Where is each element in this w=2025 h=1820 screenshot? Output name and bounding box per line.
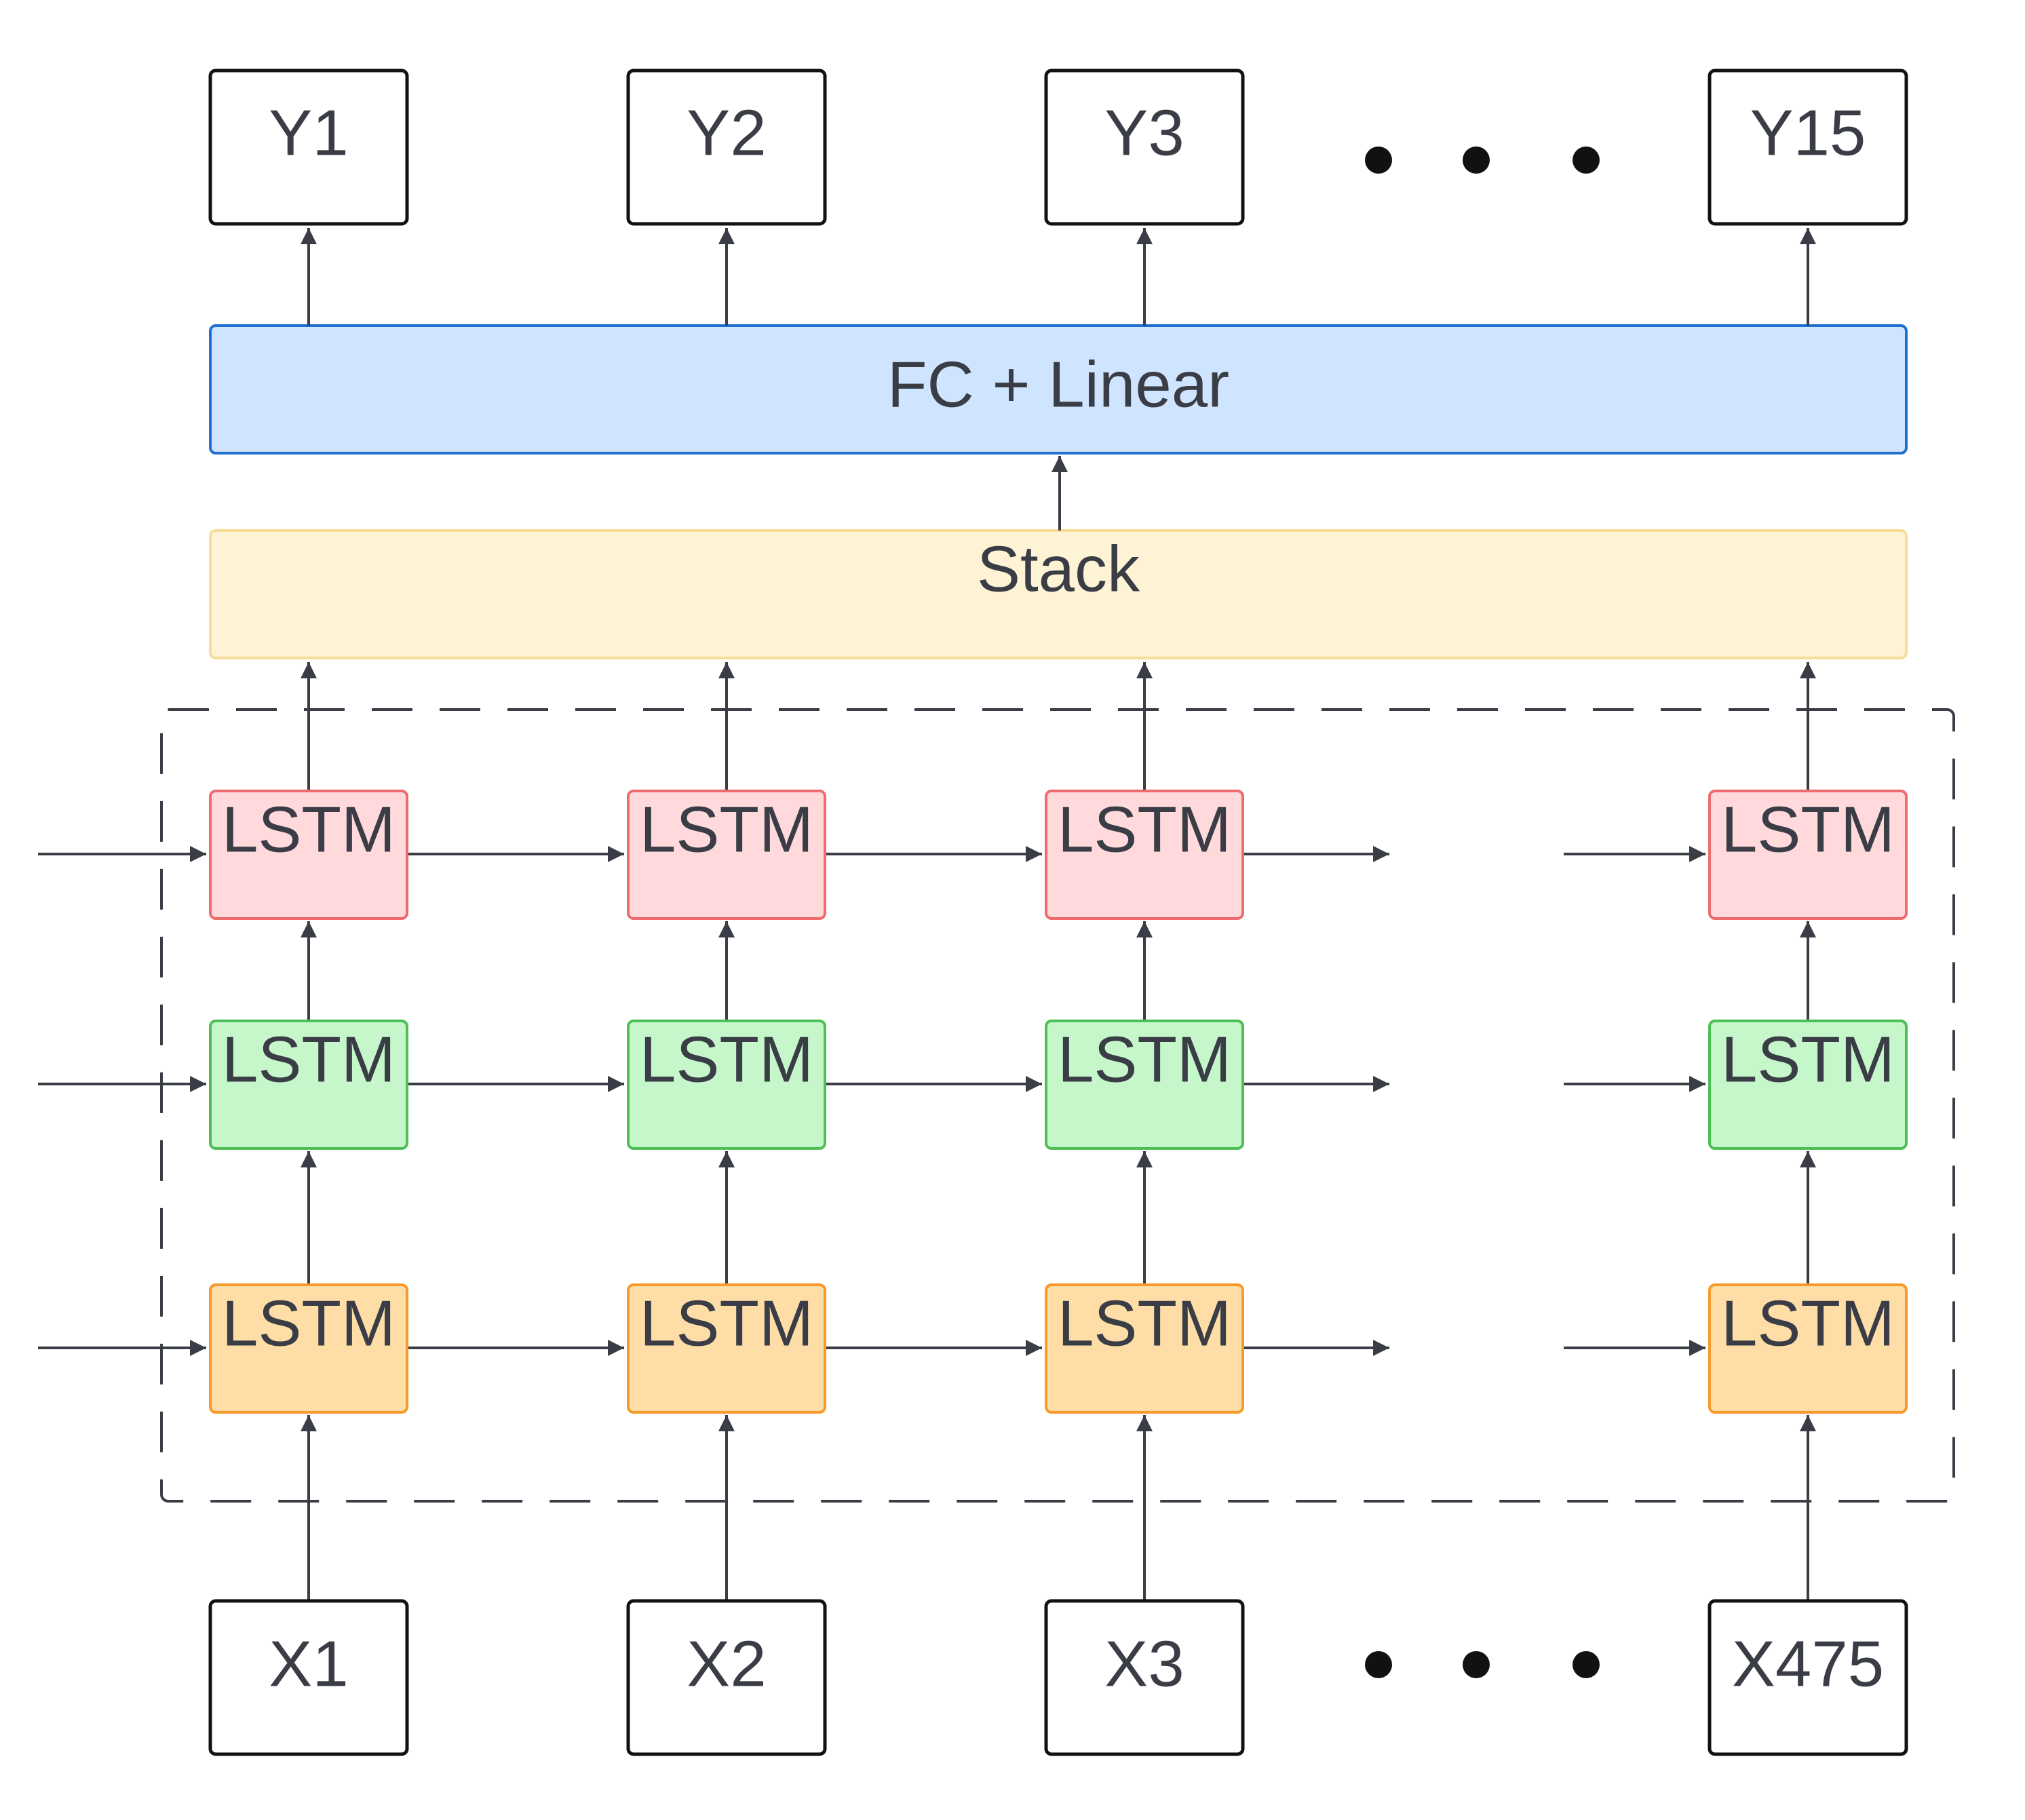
lstm-top-1-label: LSTM	[222, 793, 396, 866]
lstm-group-dashed-border	[160, 708, 1955, 1503]
lstm-mid-3-label: LSTM	[1058, 1023, 1231, 1096]
input-x1-box: X1	[208, 1599, 409, 1756]
output-y3-label: Y3	[1104, 96, 1184, 169]
input-x2-box: X2	[626, 1599, 827, 1756]
lstm-mid-1: LSTM	[209, 1020, 408, 1150]
lstm-bot-2-label: LSTM	[640, 1287, 813, 1359]
lstm-top-1: LSTM	[209, 790, 408, 920]
fc-linear-label: FC + Linear	[887, 348, 1229, 421]
lstm-mid-1-label: LSTM	[222, 1023, 396, 1096]
output-y2-label: Y2	[687, 96, 766, 169]
output-y2-box: Y2	[626, 69, 827, 226]
lstm-bot-1: LSTM	[209, 1283, 408, 1414]
lstm-top-4: LSTM	[1708, 790, 1908, 920]
input-x3-label: X3	[1104, 1627, 1184, 1700]
lstm-bot-3-label: LSTM	[1058, 1287, 1231, 1359]
lstm-mid-2-label: LSTM	[640, 1023, 813, 1096]
output-y1-label: Y1	[269, 96, 348, 169]
lstm-mid-2: LSTM	[627, 1020, 826, 1150]
lstm-top-3-label: LSTM	[1058, 793, 1231, 866]
stack-label: Stack	[977, 533, 1140, 605]
output-y15-label: Y15	[1750, 96, 1866, 169]
lstm-top-2-label: LSTM	[640, 793, 813, 866]
lstm-mid-3: LSTM	[1045, 1020, 1244, 1150]
input-x1-label: X1	[269, 1627, 348, 1700]
lstm-top-4-label: LSTM	[1721, 793, 1895, 866]
fc-linear-layer: FC + Linear	[209, 324, 1908, 454]
input-x475-box: X475	[1708, 1599, 1908, 1756]
lstm-mid-4-label: LSTM	[1721, 1023, 1895, 1096]
output-y1-box: Y1	[208, 69, 409, 226]
lstm-bot-4-label: LSTM	[1721, 1287, 1895, 1359]
lstm-mid-4: LSTM	[1708, 1020, 1908, 1150]
lstm-top-3: LSTM	[1045, 790, 1244, 920]
input-x2-label: X2	[687, 1627, 766, 1700]
output-ellipsis	[1365, 147, 1600, 174]
input-x475-label: X475	[1732, 1627, 1884, 1700]
lstm-top-2: LSTM	[627, 790, 826, 920]
output-y15-box: Y15	[1708, 69, 1908, 226]
lstm-bot-3: LSTM	[1045, 1283, 1244, 1414]
input-x3-box: X3	[1044, 1599, 1245, 1756]
lstm-bot-2: LSTM	[627, 1283, 826, 1414]
output-y3-box: Y3	[1044, 69, 1245, 226]
input-ellipsis	[1365, 1651, 1600, 1678]
stack-layer: Stack	[209, 529, 1908, 659]
lstm-bot-4: LSTM	[1708, 1283, 1908, 1414]
lstm-bot-1-label: LSTM	[222, 1287, 396, 1359]
